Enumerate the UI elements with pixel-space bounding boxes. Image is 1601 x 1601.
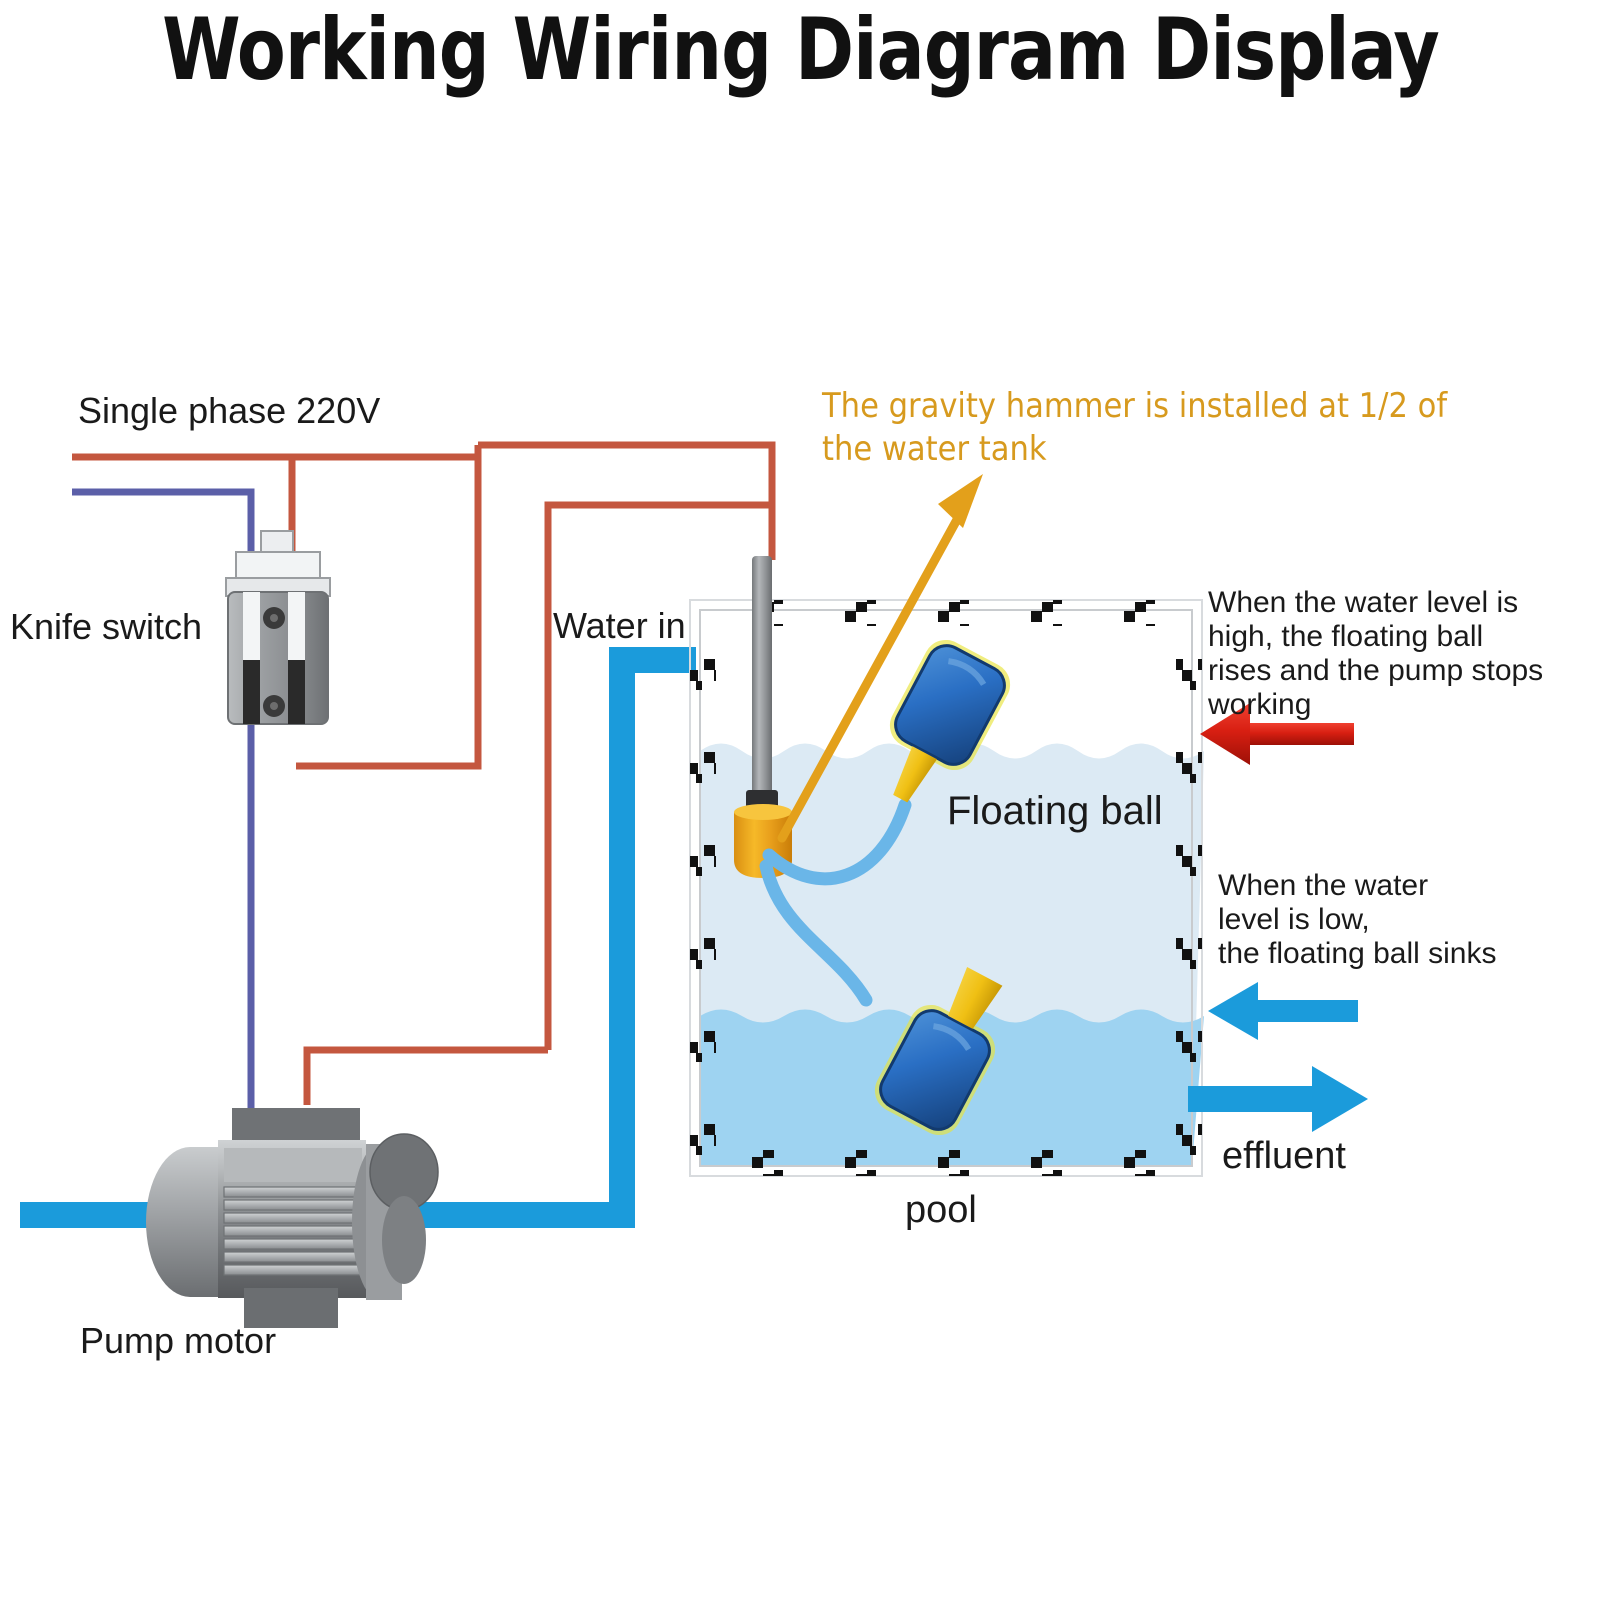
gravity-hammer: [734, 556, 792, 878]
knife-switch[interactable]: [225, 530, 331, 725]
float-switch-upper: [889, 639, 1011, 803]
pump-motor[interactable]: [146, 1108, 439, 1328]
page-title: Working Wiring Diagram Display: [162, 0, 1440, 100]
float-switch-lower: [874, 967, 1003, 1136]
effluent-arrow: [1188, 1066, 1368, 1132]
high-level-annotation: When the water level is high, the floati…: [1208, 586, 1544, 721]
float-cables: [759, 798, 912, 1007]
neutral-wire-blue: [72, 488, 255, 1110]
pool-label: pool: [905, 1189, 977, 1231]
pump-motor-label: Pump motor: [80, 1320, 277, 1361]
gravity-hammer-pointer-arrow: [777, 474, 983, 843]
floating-ball-label: Floating ball: [947, 789, 1163, 833]
water-pipe: [20, 630, 752, 1228]
knife-switch-label: Knife switch: [10, 606, 203, 647]
low-level-arrow: [1208, 982, 1358, 1040]
gravity-hammer-annotation: The gravity hammer is installed at 1/2 o…: [822, 386, 1448, 469]
low-level-annotation: When the water level is low, the floatin…: [1218, 869, 1497, 970]
water-in-label: Water in: [553, 605, 686, 646]
supply-label: Single phase 220V: [78, 390, 381, 431]
effluent-label: effluent: [1222, 1135, 1346, 1177]
live-wire-red: [72, 441, 776, 1105]
water-tank: [689, 599, 1204, 1177]
high-level-arrow: [1200, 703, 1354, 765]
